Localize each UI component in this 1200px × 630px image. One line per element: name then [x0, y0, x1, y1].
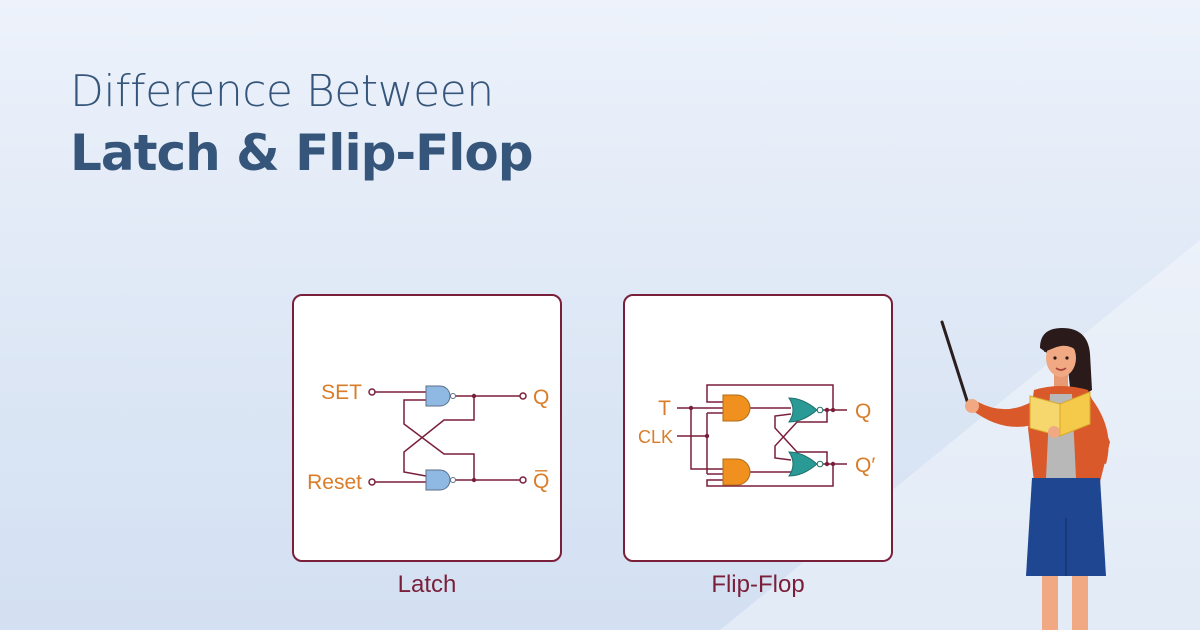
and-gate-bottom [722, 458, 751, 486]
junction-dot [830, 407, 836, 413]
junction-dot [688, 405, 694, 411]
face [1046, 339, 1076, 377]
q-terminal [519, 392, 527, 400]
reset-label: Reset [307, 471, 362, 494]
leg [1042, 576, 1058, 630]
set-label: SET [321, 381, 362, 404]
cross-wire-1 [403, 396, 475, 477]
q-label: Q [533, 386, 549, 409]
flipflop-circuit: T CLK Q Q′ [638, 384, 875, 487]
and-gate-top [722, 394, 751, 422]
leg [1072, 576, 1088, 630]
flipflop-diagram-panel: T CLK Q Q′ [623, 294, 893, 562]
title-line-1: Difference Between [70, 66, 494, 117]
flipflop-caption: Flip-Flop [711, 571, 805, 598]
teacher-illustration [940, 320, 1110, 630]
nor-gate-top [788, 397, 818, 423]
left-arm [972, 398, 1042, 427]
t-label: T [658, 397, 671, 420]
qprime-label: Q′ [855, 454, 875, 477]
nand-bubble [450, 477, 456, 483]
nor-bubble [816, 406, 824, 414]
junction-dot [704, 433, 710, 439]
latch-caption: Latch [397, 571, 457, 598]
bottom-feedback [706, 464, 834, 487]
title-line-2: Latch & Flip-Flop [70, 124, 534, 182]
latch-diagram-panel: SET Reset Q Q̅ [292, 294, 562, 562]
junction-dot [471, 477, 477, 483]
latch-circuit: SET Reset Q Q̅ [307, 381, 549, 494]
nor-bubble [816, 460, 824, 468]
left-hand [965, 399, 979, 413]
nor-cross-2 [774, 413, 828, 464]
q-label: Q [855, 400, 871, 423]
qbar-label: Q̅ [533, 470, 549, 493]
nor-gate-bottom [788, 451, 818, 477]
junction-dot [824, 407, 830, 413]
junction-dot [824, 461, 830, 467]
cross-wire-2 [403, 399, 475, 480]
book-right-page [1059, 391, 1091, 437]
pointer-stick [940, 320, 972, 412]
clk-label: CLK [638, 427, 673, 447]
nor-cross-1 [774, 410, 828, 461]
t-branch [690, 408, 723, 470]
set-terminal [368, 388, 376, 396]
junction-dot [471, 393, 477, 399]
junction-dot [830, 461, 836, 467]
top-feedback [706, 384, 834, 410]
nand-bubble [450, 393, 456, 399]
nand-gate-top [425, 385, 451, 407]
qbar-terminal [519, 476, 527, 484]
reset-terminal [368, 478, 376, 486]
nand-gate-bottom [425, 469, 451, 491]
